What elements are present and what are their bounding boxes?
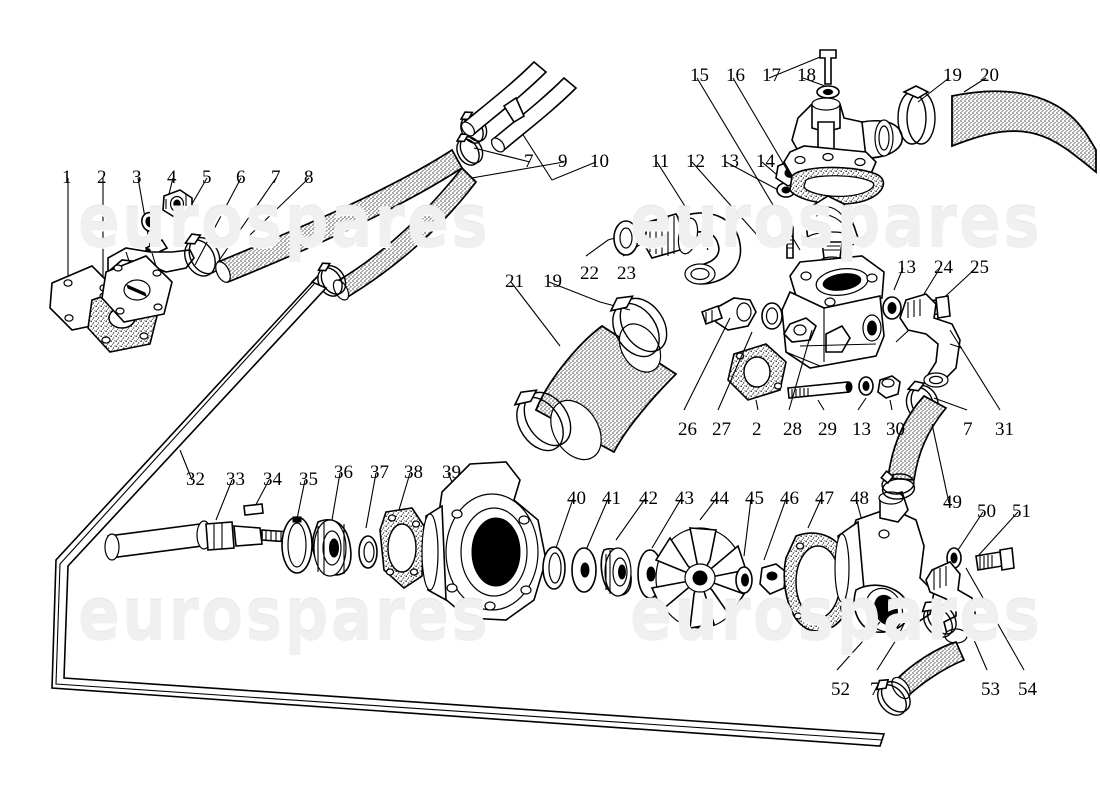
callout-label-13b: 13 [897,257,916,278]
callout-label-7c: 7 [963,419,973,440]
callout-label-21: 21 [505,271,524,292]
callout-label-10: 10 [590,151,609,172]
callout-label-32: 32 [186,469,205,490]
callout-label-16: 16 [726,65,745,86]
callout-label-11: 11 [651,151,670,172]
callout-label-12: 12 [686,151,705,172]
callout-label-4: 4 [167,167,177,188]
callout-label-6: 6 [236,167,246,188]
callout-label-7a: 7 [271,167,281,188]
callout-label-13a: 13 [720,151,739,172]
callout-label-24: 24 [934,257,953,278]
callout-label-46: 46 [780,488,799,509]
callout-label-53: 53 [981,679,1000,700]
callout-label-26: 26 [678,419,697,440]
callout-label-50: 50 [977,501,996,522]
callout-label-17: 17 [762,65,781,86]
callout-label-31: 31 [995,419,1014,440]
callout-label-36: 36 [334,462,353,483]
callout-label-22: 22 [580,263,599,284]
callout-label-33: 33 [226,469,245,490]
callout-label-28: 28 [783,419,802,440]
callout-label-54: 54 [1018,679,1037,700]
callout-label-41: 41 [602,488,621,509]
callout-label-43: 43 [675,488,694,509]
callout-label-45: 45 [745,488,764,509]
callout-label-18: 18 [797,65,816,86]
callout-label-7d: 7 [870,679,880,700]
callout-label-9: 9 [558,151,568,172]
callout-label-5: 5 [202,167,212,188]
callout-label-42: 42 [639,488,658,509]
callout-label-13c: 13 [852,419,871,440]
callout-label-7b: 7 [524,151,534,172]
callout-label-27: 27 [712,419,731,440]
callout-label-40: 40 [567,488,586,509]
callout-label-23: 23 [617,263,636,284]
callout-label-19a: 19 [943,65,962,86]
callout-label-47: 47 [815,488,834,509]
callout-label-20: 20 [980,65,999,86]
callout-label-38: 38 [404,462,423,483]
callout-label-48: 48 [850,488,869,509]
callout-label-30: 30 [886,419,905,440]
callout-label-35: 35 [299,469,318,490]
callout-label-25: 25 [970,257,989,278]
callout-label-1: 1 [62,167,72,188]
callout-label-2b: 2 [752,419,762,440]
callout-label-2a: 2 [97,167,107,188]
callout-label-3: 3 [132,167,142,188]
callout-label-14: 14 [756,151,775,172]
callout-label-8: 8 [304,167,314,188]
callout-label-49: 49 [943,492,962,513]
callout-label-37: 37 [370,462,389,483]
callout-label-39: 39 [442,462,461,483]
callout-label-51: 51 [1012,501,1031,522]
callout-label-34: 34 [263,469,282,490]
callout-label-19b: 19 [543,271,562,292]
callout-label-29: 29 [818,419,837,440]
callout-label-15: 15 [690,65,709,86]
callout-label-44: 44 [710,488,729,509]
callout-label-52: 52 [831,679,850,700]
